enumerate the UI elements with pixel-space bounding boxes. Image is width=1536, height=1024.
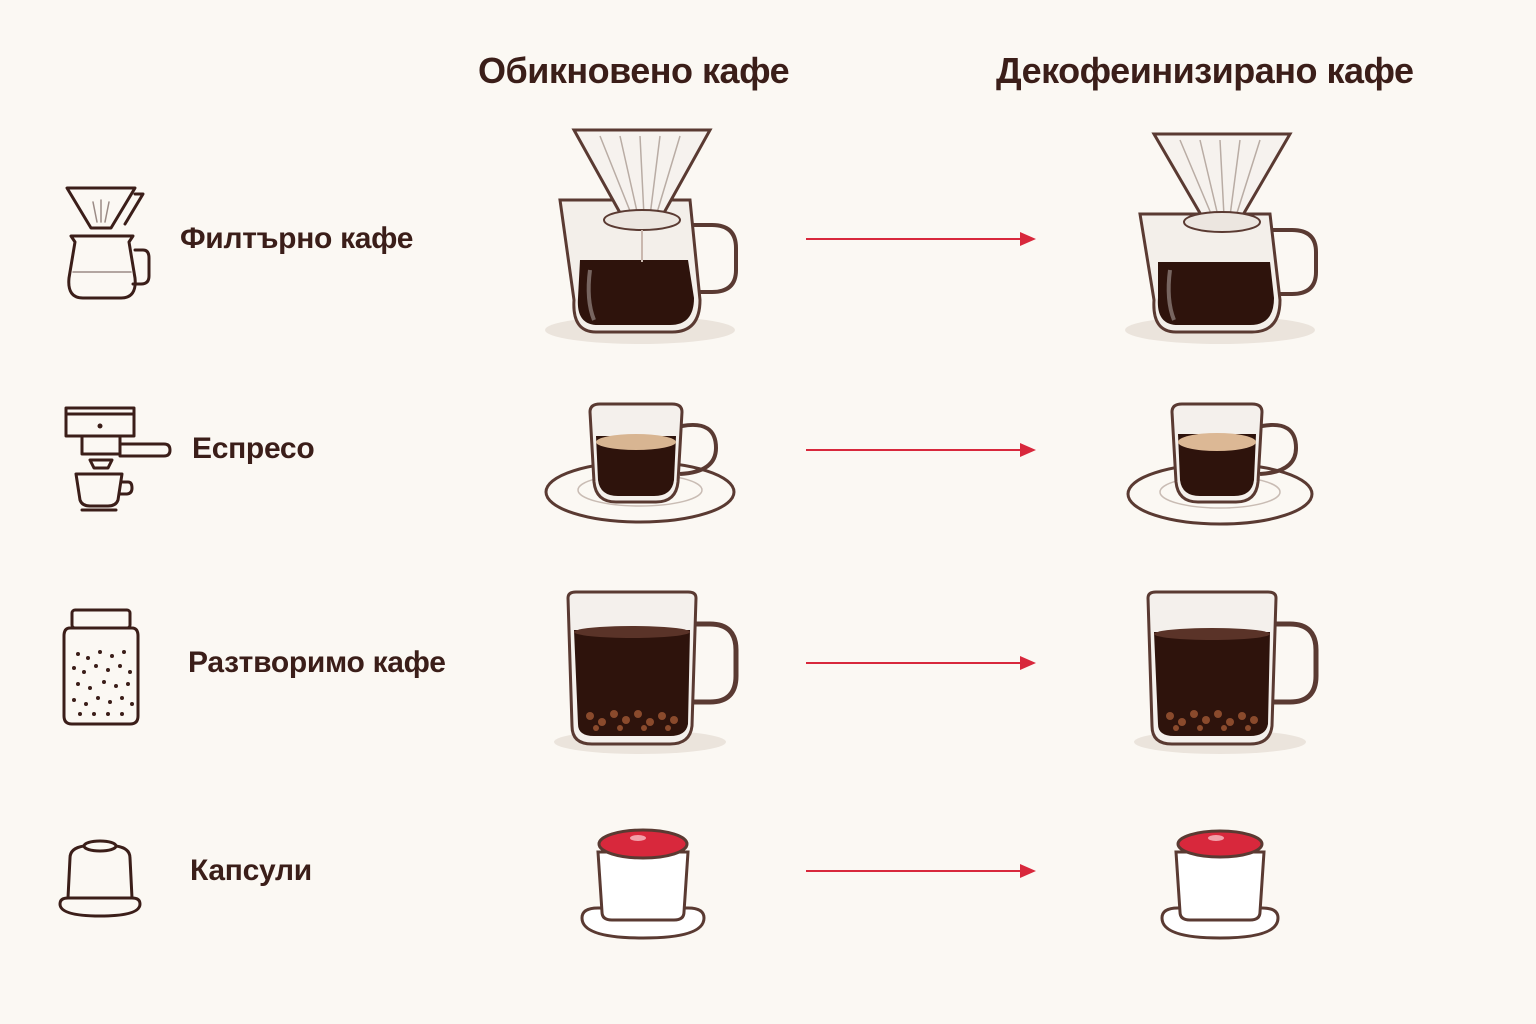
espresso-regular-illustration <box>544 402 736 524</box>
column-title-decaf: Декофеинизирано кафе <box>996 50 1414 91</box>
arrow <box>806 656 1036 670</box>
row-label: Еспресо <box>192 432 315 465</box>
pour-over-regular-illustration <box>545 128 738 344</box>
arrow <box>806 443 1036 457</box>
capsule-decaf-illustration <box>1160 829 1280 940</box>
espresso-decaf-illustration <box>1126 402 1314 526</box>
coffee-jar-icon <box>62 608 140 726</box>
row-label: Филтърно кафе <box>180 222 414 255</box>
instant-mug-decaf-illustration <box>1134 590 1319 754</box>
capsule-icon <box>58 839 142 918</box>
capsule-regular-illustration <box>580 828 706 940</box>
arrow <box>806 232 1036 246</box>
row-label: Капсули <box>190 854 312 887</box>
instant-mug-regular-illustration <box>554 590 739 754</box>
column-title-regular: Обикновено кафе <box>478 50 790 91</box>
pour-over-decaf-illustration <box>1125 132 1318 344</box>
pour-over-icon <box>65 186 151 300</box>
espresso-machine-icon <box>64 406 172 512</box>
arrow <box>806 864 1036 878</box>
row-label: Разтворимо кафе <box>188 646 446 679</box>
